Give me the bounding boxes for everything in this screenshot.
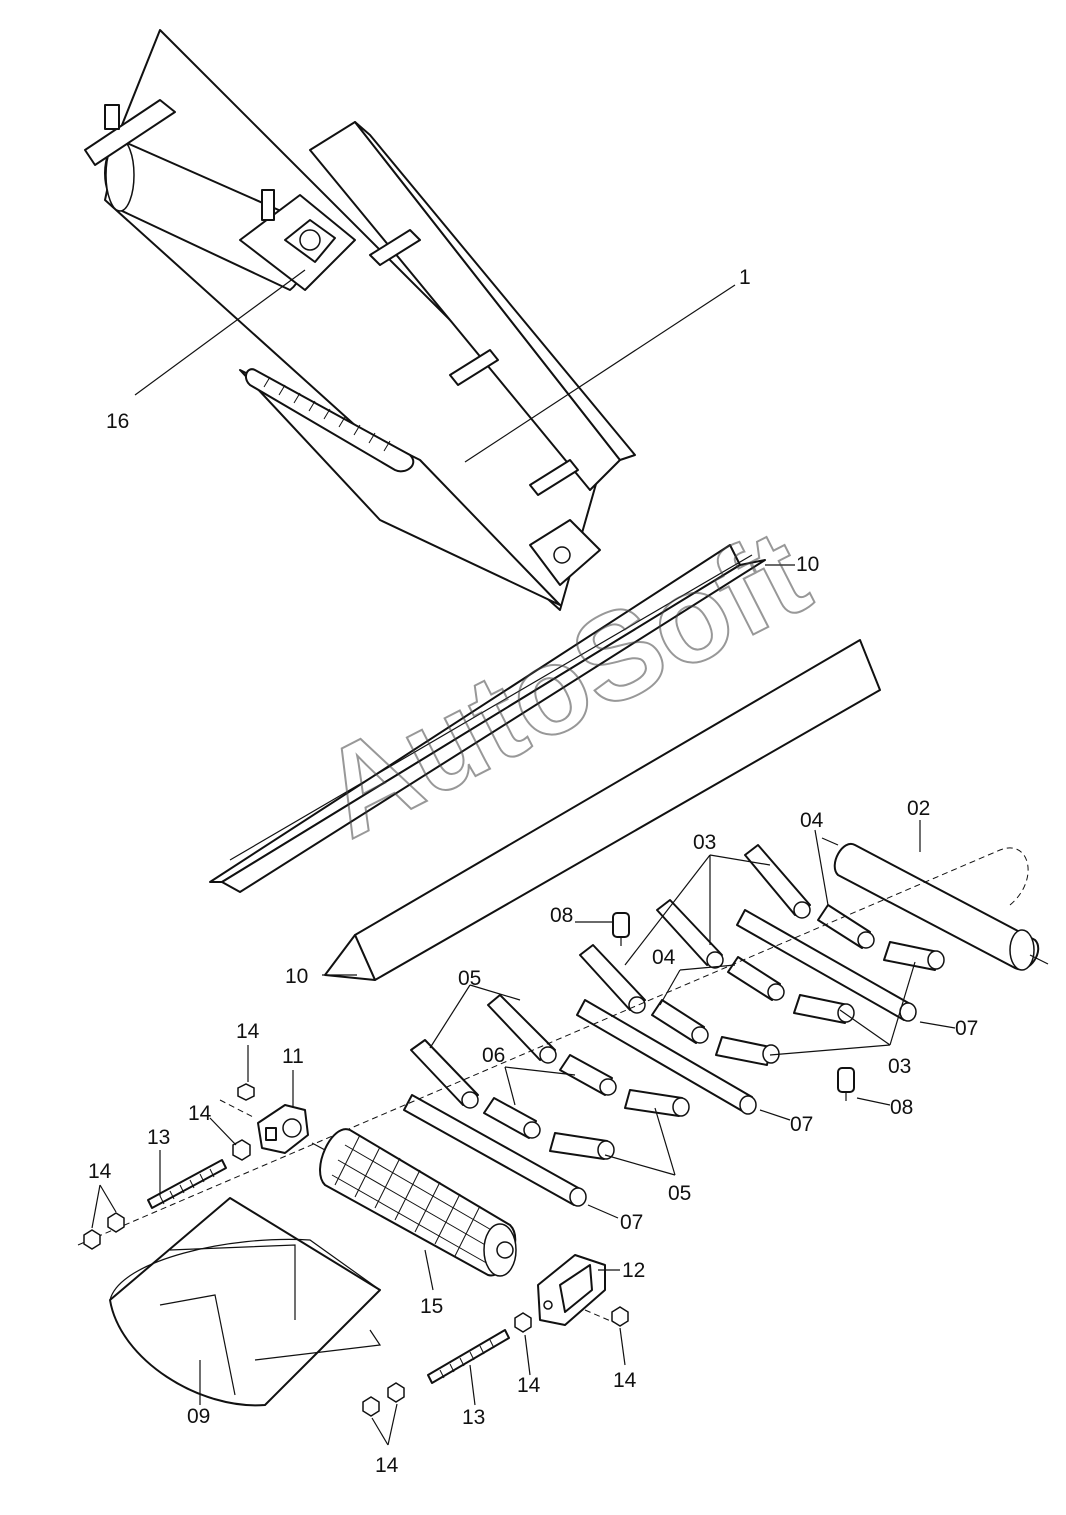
tension-block-11 [257, 1104, 309, 1154]
callout-06: 06 [482, 1044, 505, 1067]
callout-11: 11 [282, 1045, 304, 1068]
callout-14-c: 14 [88, 1160, 112, 1183]
callout-labels: 1 16 10 10 02 03 03 04 04 05 05 06 07 07… [88, 266, 978, 1477]
conveyor-frame-assembly [84, 29, 636, 611]
drive-pulley [821, 837, 1049, 971]
conveyor-belt [109, 1197, 382, 1407]
callout-07-right: 07 [955, 1017, 978, 1040]
callout-13-left: 13 [147, 1126, 170, 1149]
callout-14-a: 14 [236, 1020, 260, 1043]
callout-14-f: 14 [375, 1454, 399, 1477]
callout-07-mid: 07 [790, 1113, 813, 1136]
tension-block-12 [537, 1254, 606, 1326]
callout-03-upper: 03 [693, 831, 716, 854]
callout-14-b: 14 [188, 1102, 212, 1125]
callout-03-lower: 03 [888, 1055, 911, 1078]
callout-05-upper: 05 [458, 967, 481, 990]
guide-rail-lower [324, 639, 881, 981]
callout-10-lower: 10 [285, 965, 308, 988]
hex-nuts [83, 1083, 629, 1417]
callout-04-lower: 04 [652, 946, 676, 969]
callout-05-lower: 05 [668, 1182, 691, 1205]
callout-09: 09 [187, 1405, 210, 1428]
callout-15: 15 [420, 1295, 443, 1318]
end-plugs [612, 912, 855, 1101]
callout-13-bottom: 13 [462, 1406, 485, 1429]
callout-1: 1 [739, 266, 751, 289]
callout-10-upper: 10 [796, 553, 819, 576]
guide-rail-upper [209, 544, 766, 893]
callout-14-e: 14 [613, 1369, 637, 1392]
callout-08-lower: 08 [890, 1096, 913, 1119]
callout-02: 02 [907, 797, 930, 820]
callout-08-upper: 08 [550, 904, 573, 927]
threaded-rods [147, 1159, 510, 1384]
leader-lines [91, 269, 956, 1446]
callout-07-left: 07 [620, 1211, 643, 1234]
callout-04-upper: 04 [800, 809, 824, 832]
callout-12: 12 [622, 1259, 645, 1282]
callout-16: 16 [106, 410, 129, 433]
callout-14-d: 14 [517, 1374, 541, 1397]
knurled-drive-roller [311, 1128, 517, 1277]
idler-rollers [403, 844, 945, 1207]
